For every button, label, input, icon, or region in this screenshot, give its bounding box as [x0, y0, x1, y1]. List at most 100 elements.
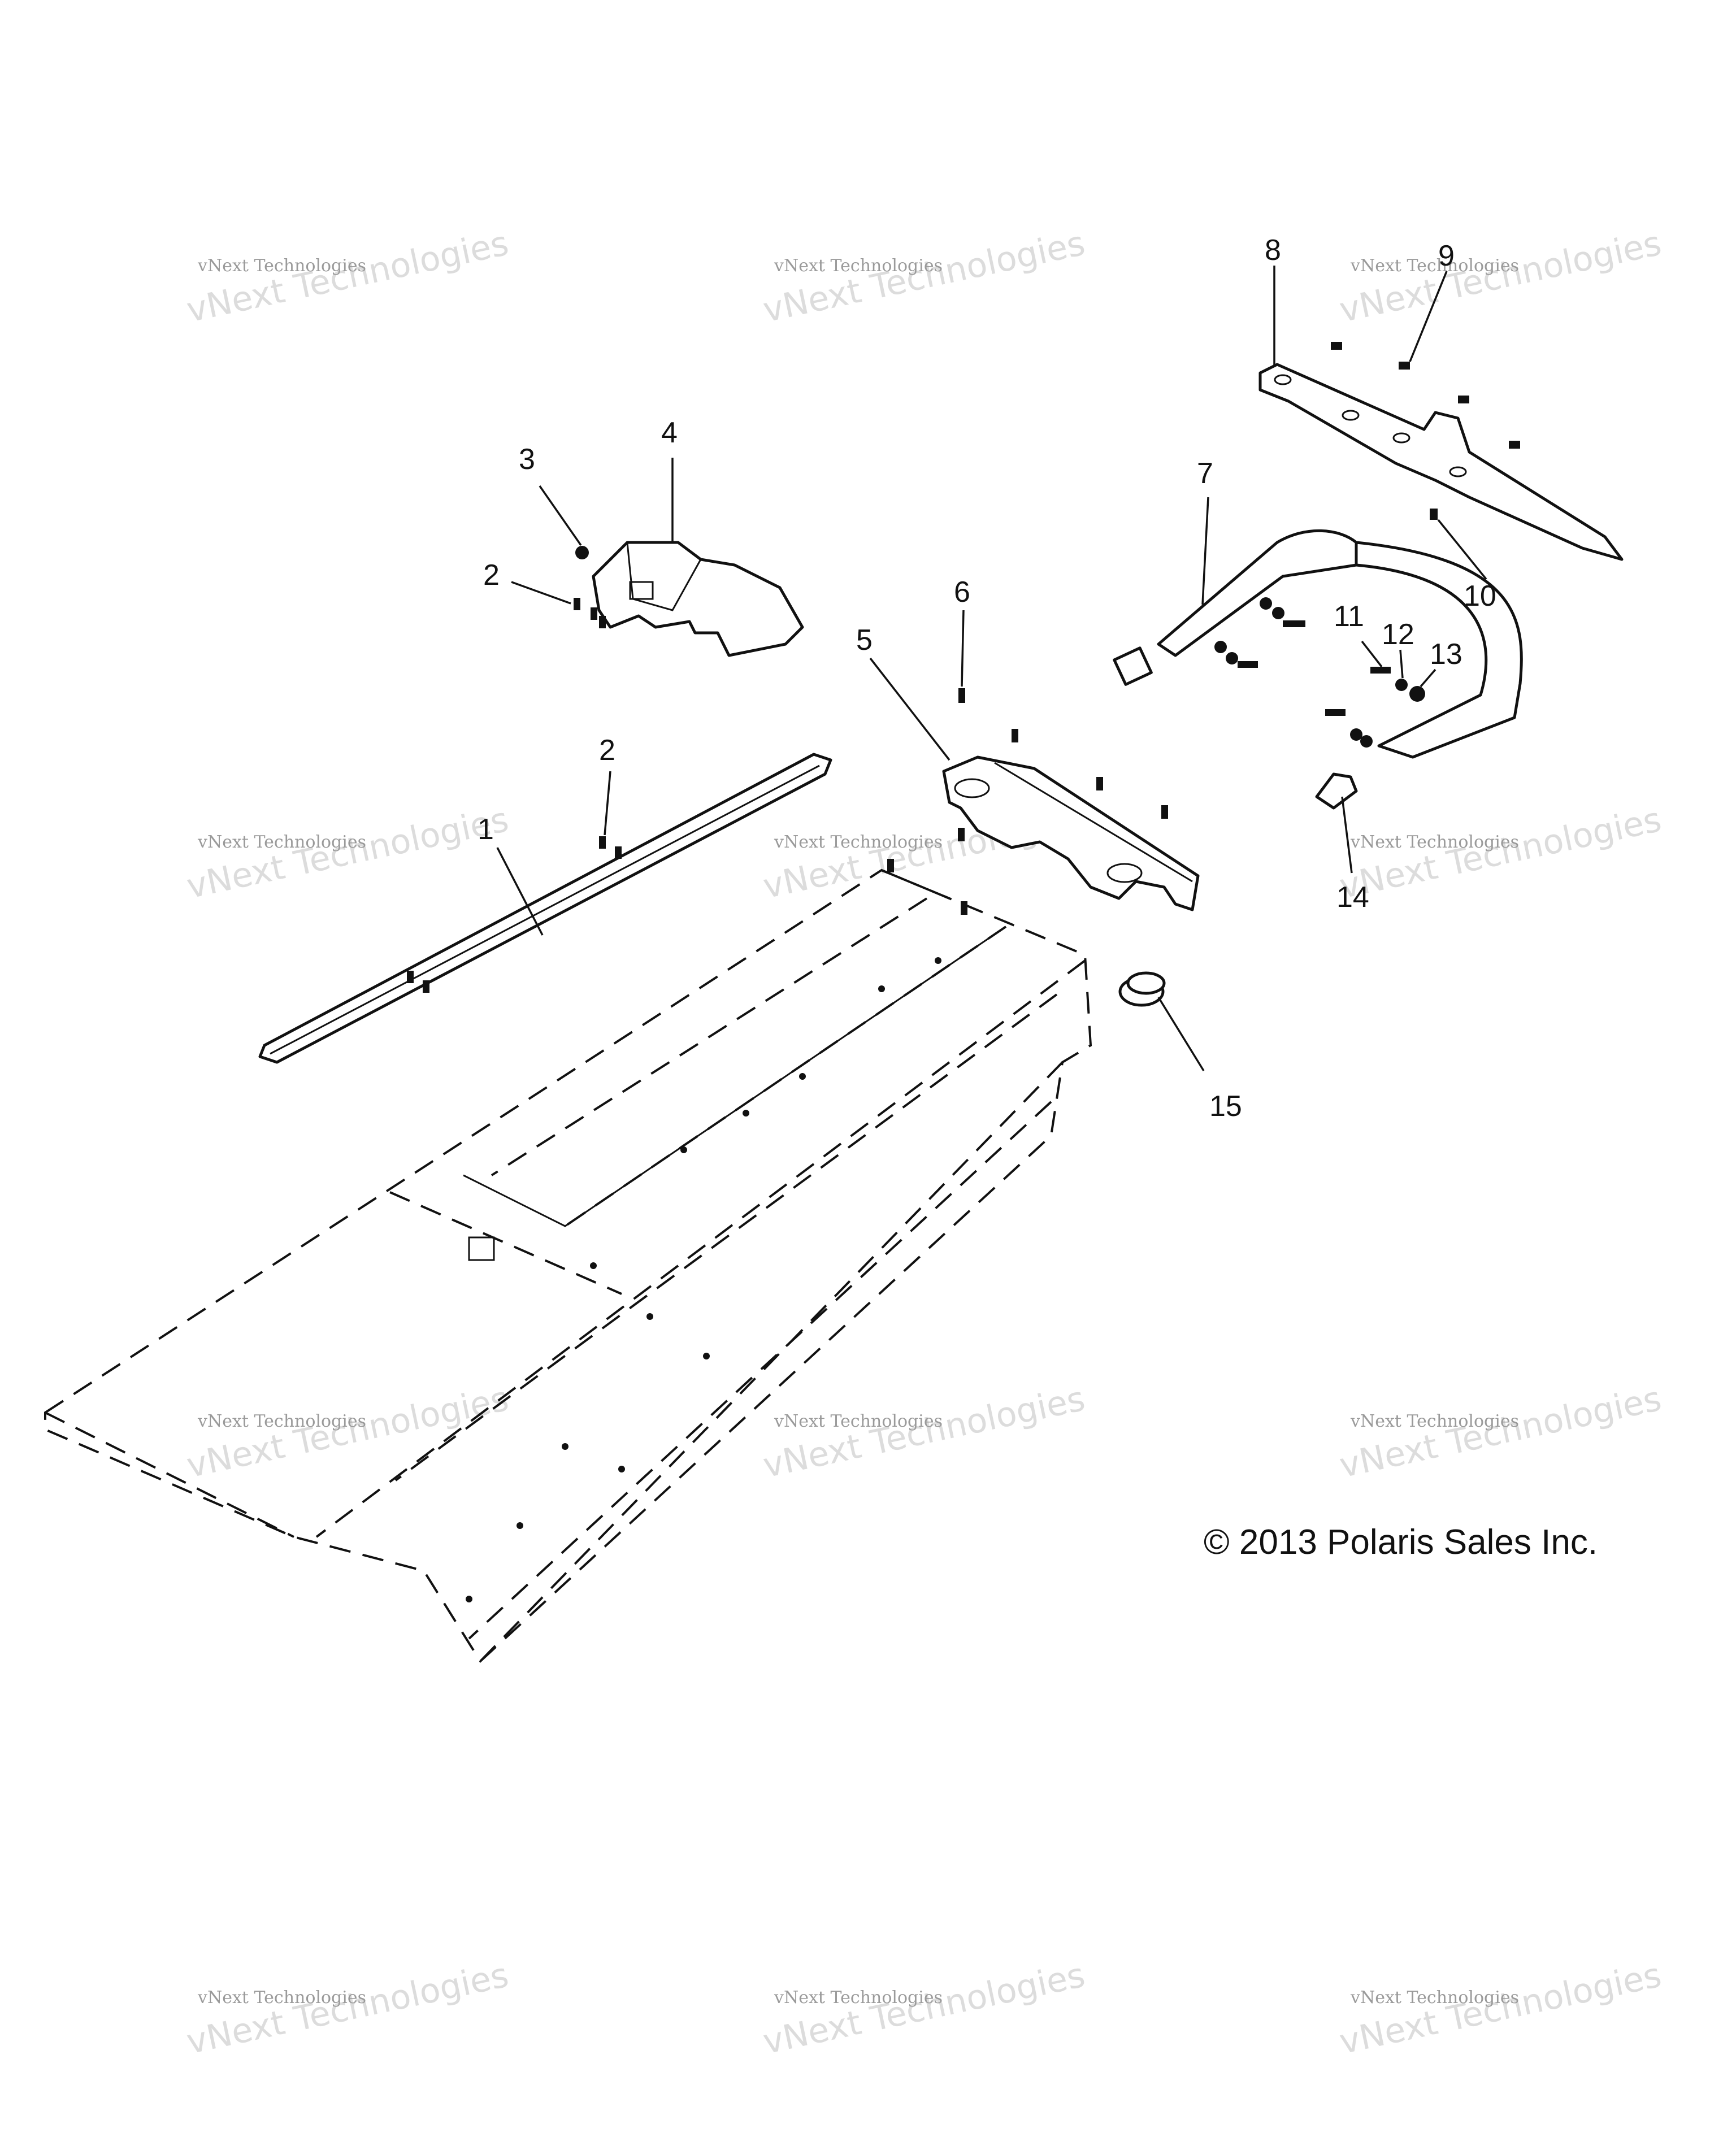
part-6-screw [1161, 805, 1168, 819]
callout-6: 6 [954, 576, 970, 609]
tunnel-rivet [562, 1443, 568, 1450]
hardware [407, 342, 1520, 993]
leader-12 [1399, 649, 1404, 679]
leader-11 [1361, 640, 1383, 668]
leader-10 [1437, 519, 1487, 580]
watermark-text-small: vNext Technologies [197, 832, 366, 852]
part-12-washer [1226, 652, 1238, 664]
part-12-washer [1350, 728, 1362, 741]
callout-14: 14 [1336, 881, 1369, 914]
tunnel-cooler-fins [479, 1061, 1064, 1662]
part-9-clip [1331, 342, 1342, 350]
watermark-text-small: vNext Technologies [774, 1411, 943, 1431]
part-9-clip [1458, 396, 1469, 403]
watermark: vNext Technologies vNext Technologies [760, 1956, 1088, 2062]
watermark-text-large: vNext Technologies [1336, 1956, 1665, 2062]
leader-14 [1341, 796, 1353, 874]
watermark-text-small: vNext Technologies [1350, 1988, 1519, 2008]
leader-2a [511, 581, 571, 605]
part-12-washer [1360, 735, 1373, 748]
tunnel-panel [44, 868, 1092, 1663]
watermark-text-small: vNext Technologies [1350, 1411, 1519, 1431]
watermark-text-large: vNext Technologies [1336, 1379, 1665, 1486]
watermark-text-large: vNext Technologies [183, 800, 512, 907]
tunnel-rivet [517, 1522, 523, 1529]
tunnel-rivet [466, 1596, 472, 1602]
watermark-text-small: vNext Technologies [774, 256, 943, 276]
tunnel-fold [389, 1191, 622, 1295]
watermark: vNext Technologies vNext Technologies [183, 800, 512, 907]
watermark: vNext Technologies vNext Technologies [1336, 224, 1665, 331]
leader-6 [961, 610, 965, 687]
part-2-screw [407, 971, 414, 983]
watermark-text-large: vNext Technologies [760, 1956, 1088, 2062]
part-7-end-cap [1113, 646, 1153, 686]
part-2-screw [574, 598, 580, 610]
part-11-bolt [1238, 661, 1258, 668]
watermark: vNext Technologies vNext Technologies [760, 224, 1088, 331]
part-6-screw [1012, 729, 1018, 742]
leader-7 [1201, 497, 1209, 605]
part-11-bolt [1325, 709, 1346, 716]
tunnel-plate [463, 926, 1006, 1227]
leader-1 [496, 847, 544, 936]
tunnel-rivet [878, 985, 885, 992]
part-6-screw [1096, 777, 1103, 790]
part-7-grab-bar [1113, 529, 1523, 759]
callouts: 1 2 2 3 4 5 6 7 8 9 10 11 12 13 14 15 [478, 234, 1496, 1123]
part-14-grip [1315, 772, 1358, 810]
callout-13: 13 [1430, 638, 1462, 671]
part-1-rail [258, 753, 832, 1064]
callout-4: 4 [661, 416, 678, 449]
part-6-screw [958, 828, 965, 841]
tunnel-edge [881, 869, 950, 900]
tunnel-rivet [799, 1073, 806, 1080]
leader-3 [539, 485, 582, 546]
part-12-washer [1395, 679, 1408, 691]
part-12-washer [1260, 597, 1272, 610]
watermark-text-small: vNext Technologies [1350, 256, 1519, 276]
watermark-text-large: vNext Technologies [183, 1379, 512, 1486]
watermark: vNext Technologies vNext Technologies [183, 224, 512, 331]
callout-3: 3 [519, 443, 535, 476]
tunnel-front-edge [45, 1411, 294, 1538]
leader-2b [604, 771, 611, 836]
tunnel-rivet [590, 1262, 597, 1269]
part-2-screw [423, 980, 429, 993]
watermark-text-large: vNext Technologies [760, 224, 1088, 331]
part-13-nut [1409, 686, 1425, 702]
callout-1: 1 [478, 813, 494, 846]
callout-5: 5 [856, 624, 873, 657]
callout-8: 8 [1265, 234, 1281, 267]
part-15-bushing [1118, 971, 1166, 1007]
part-11-bolt [1370, 667, 1391, 674]
tunnel-outline [44, 868, 1092, 1663]
leader-5 [869, 657, 951, 761]
tunnel-rivet [680, 1146, 687, 1153]
part-2-screw [599, 616, 606, 628]
leader-lines [496, 266, 1487, 1071]
part-10-clip [1430, 509, 1438, 520]
watermark: vNext Technologies vNext Technologies [1336, 800, 1665, 907]
tunnel-rivet [618, 1466, 625, 1472]
callout-7: 7 [1197, 457, 1213, 490]
watermark-text-small: vNext Technologies [197, 256, 366, 276]
part-2-screw [599, 836, 606, 849]
watermark: vNext Technologies vNext Technologies [183, 1956, 512, 2062]
watermark-text-small: vNext Technologies [197, 1988, 366, 2008]
watermark-text-large: vNext Technologies [183, 224, 512, 331]
part-3-nut [575, 546, 589, 559]
callout-2: 2 [483, 559, 500, 592]
callout-15: 15 [1209, 1090, 1242, 1123]
watermark-text-large: vNext Technologies [1336, 800, 1665, 907]
watermark: vNext Technologies vNext Technologies [1336, 1379, 1665, 1486]
tunnel-rivet [935, 957, 941, 964]
watermark-text-large: vNext Technologies [1336, 224, 1665, 331]
watermark: vNext Technologies vNext Technologies [1336, 1956, 1665, 2062]
leader-13 [1420, 668, 1436, 688]
part-6-screw [958, 688, 965, 703]
part-6-screw [887, 859, 894, 872]
part-11-bolt [1283, 620, 1305, 627]
leader-9 [1409, 271, 1448, 362]
